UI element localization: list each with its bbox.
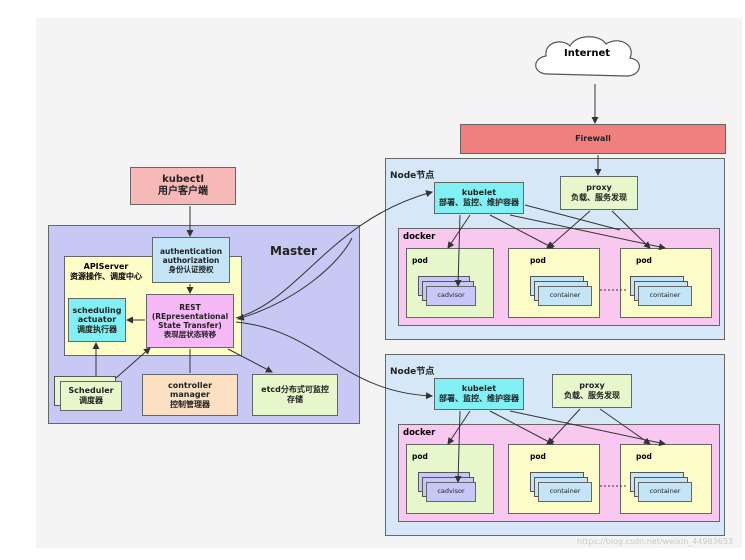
controller-manager-box: controller manager 控制管理器 (142, 374, 238, 416)
kubectl-box: kubectl 用户客户端 (130, 167, 236, 205)
pod-label-1-2: pod (530, 256, 546, 265)
apiserver-title: APIServer (83, 262, 129, 271)
scheduler-box: Scheduler 调度器 (60, 381, 122, 411)
etcd-line1: etcd分布式可监控 (261, 385, 329, 395)
apiserver-subtitle: 资源操作、调度中心 (70, 272, 142, 281)
pod-label-2-3: pod (636, 452, 652, 461)
proxy-box-1: proxy 负载、服务发现 (560, 176, 638, 210)
auth-line2: authorization (162, 255, 220, 265)
proxy-title-2: proxy (579, 381, 605, 391)
controller-line1: controller (167, 380, 213, 390)
container-box-2-3: container (638, 482, 692, 502)
proxy-title-1: proxy (586, 183, 612, 193)
kubelet-subtitle-1: 部署、监控、维护容器 (439, 198, 519, 207)
docker-label-2: docker (403, 428, 436, 438)
pod-label-2-2: pod (530, 452, 546, 461)
container-label-1-2: container (549, 291, 581, 300)
cadvisor-box-1: cadvisor (426, 286, 476, 306)
kubelet-title-1: kubelet (461, 188, 497, 198)
rest-box: REST (REpresentational State Transfer) 表… (146, 294, 234, 348)
kubectl-subtitle: 用户客户端 (158, 186, 208, 197)
container-box-1-2: container (538, 286, 592, 306)
kubelet-box-1: kubelet 部署、监控、维护容器 (434, 182, 524, 214)
pod-label-1-3: pod (636, 256, 652, 265)
node-title-2: Node节点 (390, 367, 435, 377)
kubelet-subtitle-2: 部署、监控、维护容器 (439, 394, 519, 403)
kubectl-title: kubectl (162, 174, 204, 185)
rest-line4: 表现层状态转移 (163, 330, 217, 339)
cadvisor-label-1: cadvisor (437, 291, 465, 300)
internet-cloud-icon (535, 36, 640, 77)
internet-label: Internet (563, 48, 610, 59)
apiserver-label: APIServer 资源操作、调度中心 (64, 262, 148, 282)
pod-label-2-1: pod (412, 452, 428, 461)
scheduling-line3: 调度执行器 (77, 324, 117, 334)
pod-label-1-1: pod (412, 256, 428, 265)
container-label-1-3: container (649, 291, 681, 300)
etcd-line2: 存储 (287, 395, 303, 404)
rest-line2: (REpresentational (151, 312, 229, 321)
container-box-2-2: container (538, 482, 592, 502)
cadvisor-label-2: cadvisor (437, 487, 465, 496)
controller-line2: manager (170, 390, 210, 400)
rest-line1: REST (179, 303, 201, 312)
etcd-box: etcd分布式可监控 存储 (252, 374, 338, 416)
docker-label-1: docker (403, 232, 436, 242)
proxy-box-2: proxy 负载、服务发现 (552, 374, 632, 408)
scheduler-subtitle: 调度器 (79, 396, 103, 405)
auth-line1: authentication (159, 246, 223, 256)
scheduling-line1: scheduling (72, 305, 122, 315)
proxy-subtitle-2: 负载、服务发现 (564, 391, 620, 400)
rest-line3: State Transfer) (158, 321, 222, 330)
node-title-1: Node节点 (390, 171, 435, 181)
watermark: https://blog.csdn.net/weixin_44983653 (576, 537, 733, 546)
controller-line3: 控制管理器 (170, 399, 210, 409)
auth-line3: 身份认证授权 (168, 264, 214, 274)
container-label-2-2: container (549, 487, 581, 496)
cadvisor-box-2: cadvisor (426, 482, 476, 502)
auth-box: authentication authorization 身份认证授权 (152, 237, 230, 283)
kubelet-box-2: kubelet 部署、监控、维护容器 (434, 378, 524, 410)
scheduler-title: Scheduler (68, 386, 114, 396)
container-label-2-3: container (649, 487, 681, 496)
container-box-1-3: container (638, 286, 692, 306)
firewall-label: Firewall (575, 134, 611, 144)
scheduling-actuator-box: scheduling actuator 调度执行器 (68, 298, 126, 342)
firewall-box: Firewall (460, 124, 726, 154)
kubelet-title-2: kubelet (461, 384, 497, 394)
scheduling-line2: actuator (77, 315, 117, 325)
proxy-subtitle-1: 负载、服务发现 (571, 193, 627, 202)
master-title: Master (270, 244, 317, 258)
